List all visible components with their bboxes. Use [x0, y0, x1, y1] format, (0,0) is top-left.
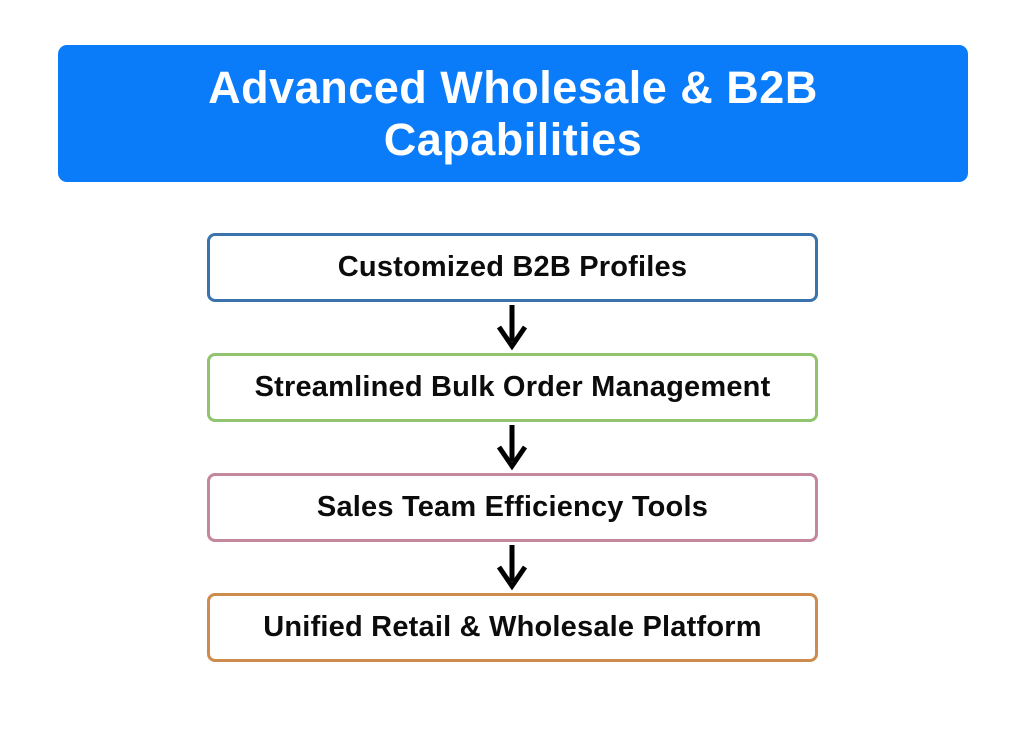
flow-step-streamlined-bulk-order-management: Streamlined Bulk Order Management	[207, 353, 818, 422]
down-arrow-icon	[496, 305, 528, 350]
flow-step-label: Customized B2B Profiles	[337, 251, 688, 283]
title-banner: Advanced Wholesale & B2B Capabilities	[58, 45, 968, 182]
down-arrow-icon	[496, 545, 528, 590]
flow-step-customized-b2b-profiles: Customized B2B Profiles	[207, 233, 818, 302]
down-arrow-icon	[496, 425, 528, 470]
page-title-line-2: Capabilities	[383, 113, 643, 165]
flow-step-label: Streamlined Bulk Order Management	[254, 371, 771, 403]
flow-step-unified-retail-wholesale-platform: Unified Retail & Wholesale Platform	[207, 593, 818, 662]
flow-step-label: Sales Team Efficiency Tools	[316, 491, 709, 523]
flow-step-label: Unified Retail & Wholesale Platform	[263, 611, 762, 643]
page-title-line-1: Advanced Wholesale & B2B	[208, 61, 818, 113]
flow-step-sales-team-efficiency-tools: Sales Team Efficiency Tools	[207, 473, 818, 542]
